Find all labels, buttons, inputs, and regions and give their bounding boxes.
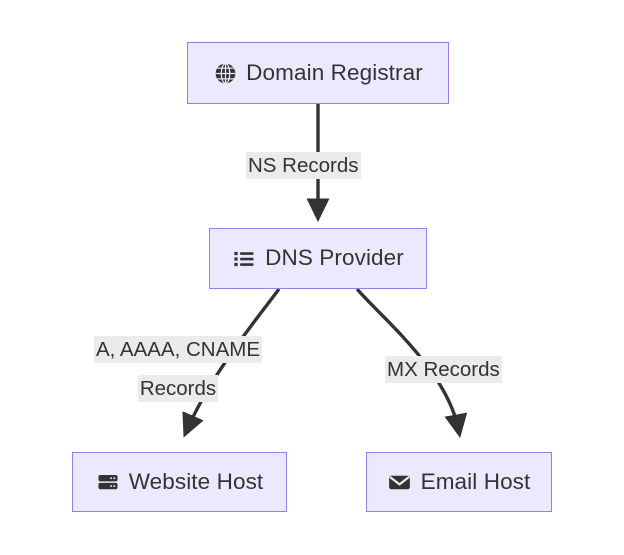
envelope-icon — [388, 470, 412, 494]
globe-icon — [213, 61, 237, 85]
node-domain-registrar[interactable]: Domain Registrar — [187, 42, 449, 104]
node-website-host[interactable]: Website Host — [72, 452, 287, 512]
list-icon — [232, 247, 256, 271]
node-dns-provider[interactable]: DNS Provider — [209, 228, 427, 289]
node-label: Domain Registrar — [246, 59, 423, 85]
edge-label-mx-records: MX Records — [385, 356, 502, 383]
edge-label-a-aaaa-cname-records: A, AAAA, CNAME Records — [73, 336, 283, 402]
node-label: Email Host — [420, 468, 531, 494]
edge-dns-to-email — [355, 287, 468, 439]
node-email-host[interactable]: Email Host — [366, 452, 552, 512]
node-label: DNS Provider — [265, 245, 404, 271]
server-icon — [96, 470, 120, 494]
edge-label-ns-records: NS Records — [246, 152, 361, 179]
edge-label-line-2: Records — [137, 375, 219, 402]
node-label: Website Host — [128, 468, 264, 494]
edge-label-line-1: A, AAAA, CNAME — [93, 336, 263, 363]
